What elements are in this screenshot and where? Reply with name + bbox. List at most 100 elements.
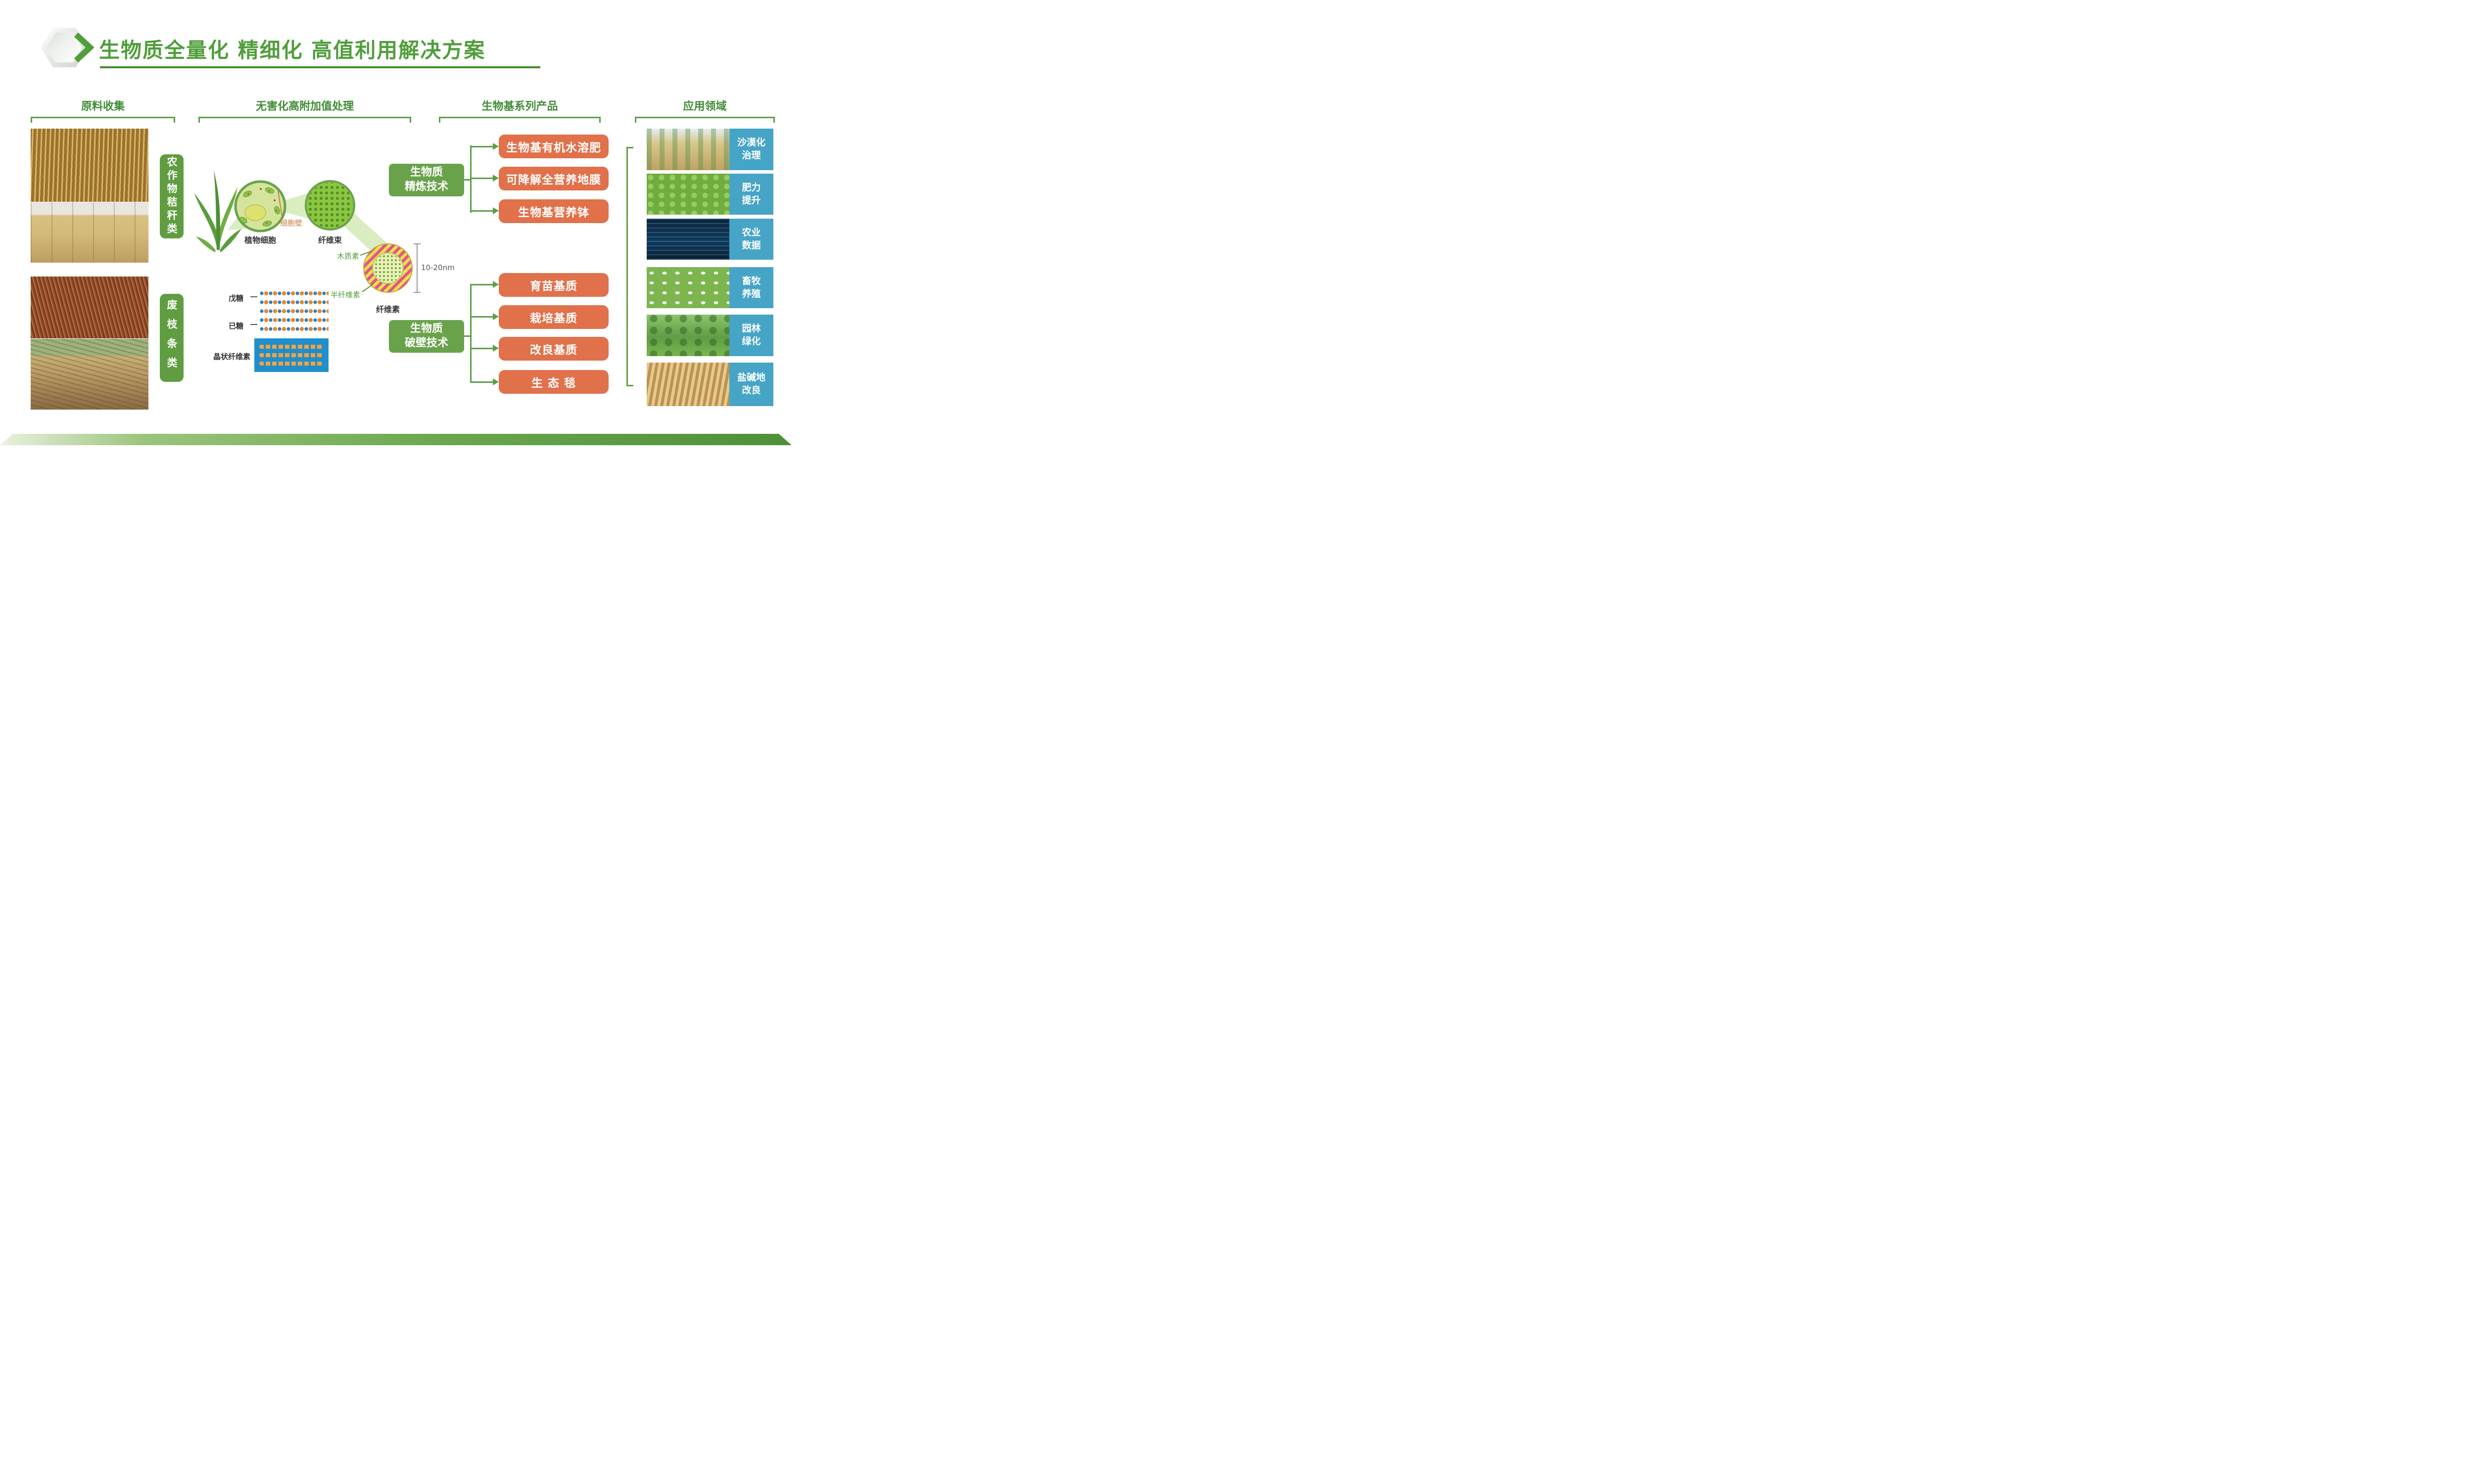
breakwall-tech-line2: 破壁技术 — [404, 337, 448, 349]
label-cellulose: 纤维素 — [376, 305, 400, 314]
cellulose-chain-row — [259, 362, 324, 366]
app-label-line: 绿化 — [742, 336, 761, 347]
app-agriculture-data: 农业 数据 — [729, 219, 773, 260]
section-header-processing: 无害化高附加值处理 — [255, 100, 354, 113]
label-pentose: 戊糖 — [229, 294, 244, 303]
connector-line — [470, 381, 494, 383]
photo-ag-data — [647, 219, 729, 260]
sugar-chain-row — [259, 291, 329, 296]
app-label-line: 提升 — [742, 194, 761, 206]
bracket-processing — [198, 117, 411, 123]
group-label-crop-straw: 农作物秸秆类 — [160, 154, 184, 238]
refine-tech-line2: 精炼技术 — [404, 181, 448, 193]
arrow-icon — [493, 207, 499, 214]
section-header-collection: 原料收集 — [81, 100, 125, 113]
app-label-line: 盐碱地 — [737, 372, 765, 383]
section-header-applications: 应用领域 — [683, 100, 727, 113]
arrow-icon — [493, 378, 499, 385]
app-label-line: 畜牧 — [742, 275, 761, 286]
breakwall-tech-box: 生物质 破壁技术 — [389, 320, 464, 353]
app-label-line: 治理 — [742, 150, 761, 161]
photo-fertility — [647, 174, 729, 215]
app-label-line: 沙漠化 — [737, 137, 765, 148]
photo-landscaping — [647, 315, 729, 356]
section-header-products: 生物基系列产品 — [481, 100, 558, 113]
sugar-chain-row — [259, 318, 329, 323]
app-garden-greening: 园林 绿化 — [729, 315, 773, 356]
group-label-waste-branches: 废枝条类 — [160, 294, 184, 382]
plant-illustration — [194, 170, 241, 252]
label-hexose: 已糖 — [229, 322, 244, 330]
refine-tech-line1: 生物质 — [410, 166, 443, 179]
label-cell-wall: 细胞壁 — [280, 219, 303, 228]
app-saline-soil-improvement: 盐碱地 改良 — [729, 363, 773, 406]
photo-desert-control — [647, 129, 729, 170]
product-water-soluble-fertilizer: 生物基有机水溶肥 — [499, 135, 609, 158]
label-hemicellulose: 半纤维素 — [330, 290, 360, 299]
product-cultivation-substrate: 栽培基质 — [499, 305, 609, 329]
connector-line — [464, 335, 470, 337]
cellulose-microfibril-diagram — [363, 243, 413, 293]
cellulose-chain-row — [259, 345, 324, 349]
footer-ribbon — [0, 434, 792, 445]
title-underline — [100, 66, 540, 68]
app-livestock-breeding: 畜牧 养殖 — [729, 267, 773, 308]
lignin-pointer-line — [360, 251, 372, 256]
sugar-chain-row — [259, 300, 329, 305]
cellulose-chain-row — [259, 353, 324, 357]
product-seedling-substrate: 育苗基质 — [499, 273, 609, 297]
photo-crop-straw — [31, 129, 148, 202]
fiber-bundle-diagram — [305, 180, 355, 231]
applications-bracket — [626, 147, 633, 386]
arrow-icon — [493, 175, 499, 182]
arrow-icon — [493, 281, 499, 288]
refine-tech-box: 生物质 精炼技术 — [389, 164, 464, 196]
plant-cell-diagram — [234, 180, 286, 232]
app-label-line: 改良 — [742, 385, 761, 396]
pentose-tick — [250, 296, 257, 297]
app-fertility-improvement: 肥力 提升 — [729, 174, 773, 215]
label-lignin: 木质素 — [336, 252, 359, 261]
product-degradable-mulch-film: 可降解全营养地膜 — [499, 167, 609, 190]
bracket-products — [439, 117, 601, 123]
sugar-chain-row — [259, 309, 329, 314]
app-desertification-control: 沙漠化 治理 — [729, 129, 773, 170]
app-label-line: 园林 — [742, 323, 761, 334]
arrow-icon — [493, 345, 499, 352]
photo-saline-soil — [647, 363, 729, 406]
hexose-tick — [250, 324, 257, 325]
bracket-applications — [635, 117, 775, 123]
photo-straw-bales — [31, 202, 148, 263]
app-label-line: 数据 — [742, 239, 761, 251]
app-label-line: 农业 — [742, 227, 761, 238]
connector-line — [470, 284, 494, 285]
page-title: 生物质全量化 精细化 高值利用解决方案 — [99, 38, 486, 62]
arrow-icon — [493, 313, 499, 320]
connector-line — [470, 348, 494, 349]
product-improvement-substrate: 改良基质 — [499, 337, 609, 361]
crystalline-cellulose-diagram — [254, 338, 329, 372]
product-eco-blanket: 生 态 毯 — [499, 370, 609, 394]
slide: 生物质全量化 精细化 高值利用解决方案 原料收集 无害化高附加值处理 生物基系列… — [0, 0, 792, 445]
label-crystalline-cellulose: 晶状纤维素 — [213, 352, 250, 361]
connector-line — [470, 210, 494, 212]
bracket-collection — [31, 117, 175, 123]
chevron-right-icon — [74, 32, 94, 63]
connector-line — [470, 316, 494, 318]
sugar-chain-row — [259, 326, 329, 331]
cell-wall-pointer-line — [278, 190, 283, 217]
product-nutrition-bowl: 生物基营养钵 — [499, 199, 609, 223]
connector-line — [464, 179, 470, 181]
connector-line — [470, 146, 494, 147]
connector-line — [470, 178, 494, 179]
photo-red-branches — [31, 277, 148, 338]
photo-orchard-branches — [31, 339, 148, 410]
label-fiber-bundle: 纤维束 — [318, 235, 342, 245]
app-label-line: 养殖 — [742, 288, 761, 299]
connector-line — [470, 145, 472, 213]
photo-livestock — [647, 267, 729, 308]
arrow-icon — [493, 143, 499, 150]
label-plant-cell: 植物细胞 — [244, 235, 276, 245]
processing-diagram — [194, 170, 421, 293]
connector-line — [470, 284, 472, 383]
